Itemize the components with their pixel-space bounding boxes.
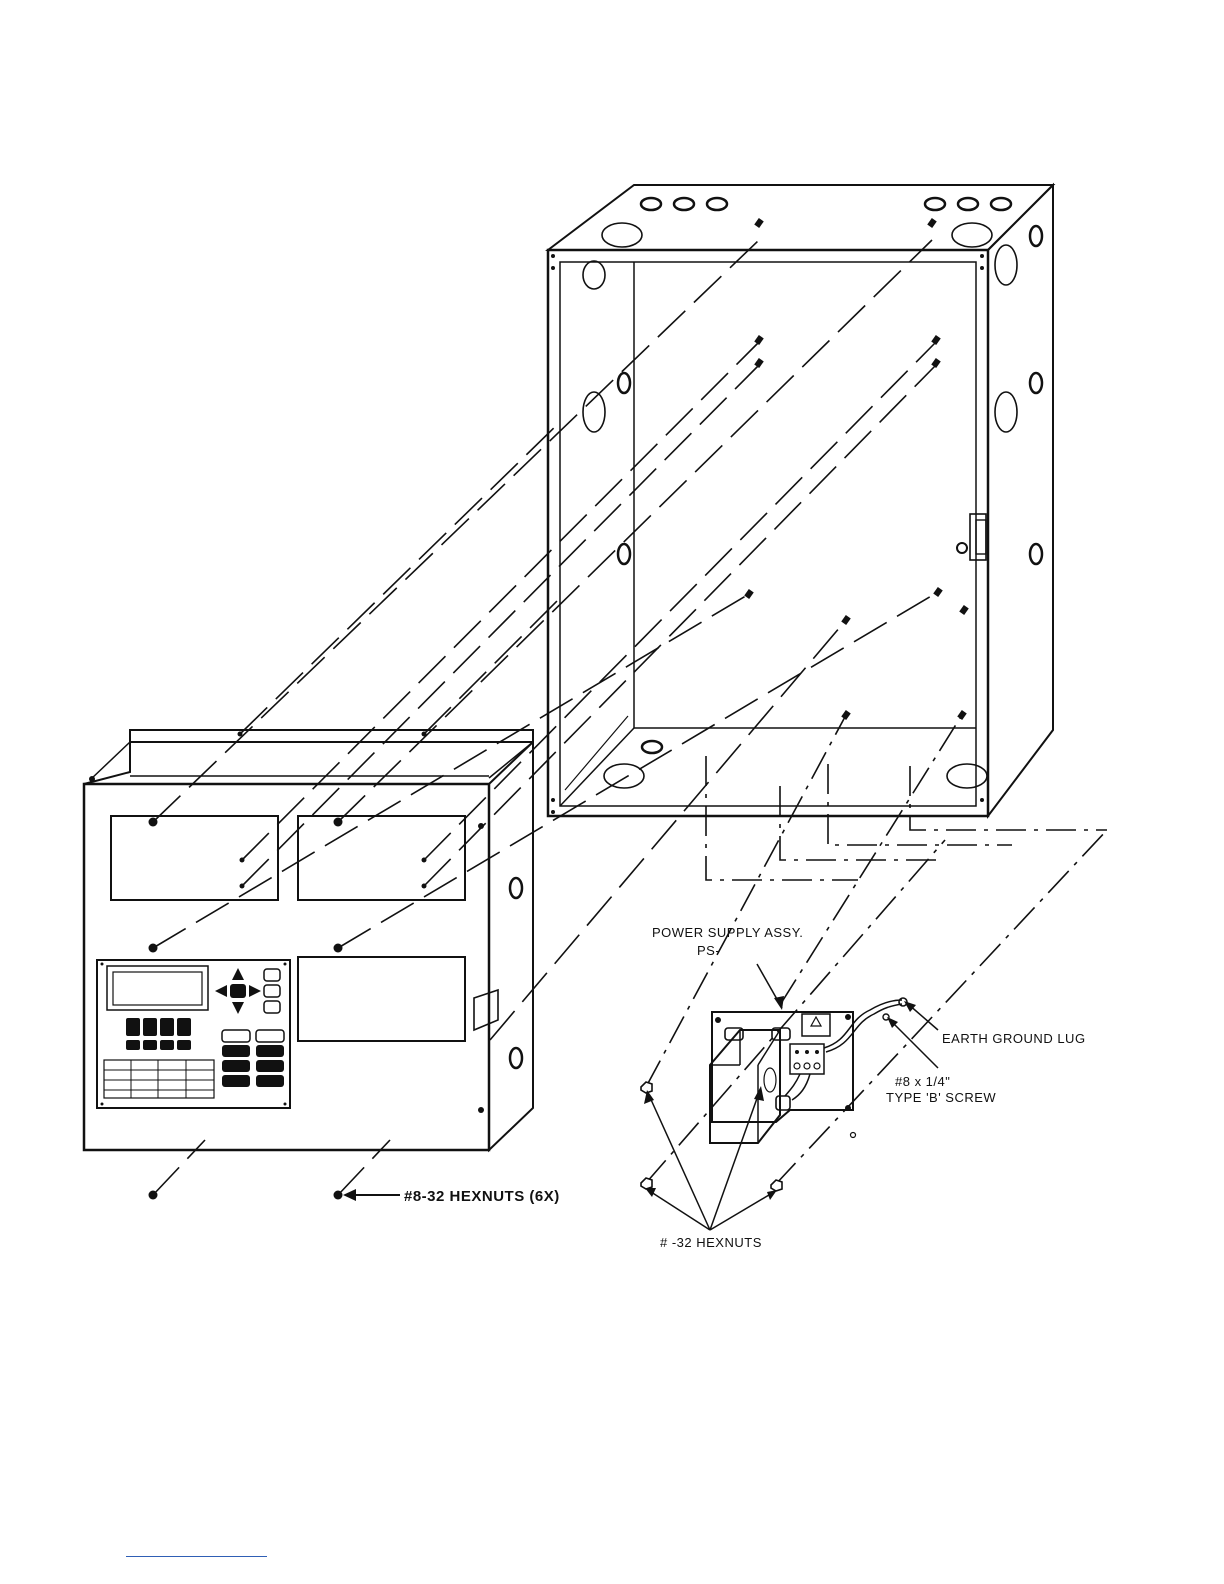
footer-link-underline bbox=[126, 1556, 267, 1557]
transformer bbox=[710, 1028, 790, 1143]
power-supply-label-line2: PS- bbox=[697, 943, 720, 958]
screw-label-line2: TYPE 'B' SCREW bbox=[886, 1090, 996, 1105]
top-knockouts bbox=[602, 198, 1011, 247]
earth-ground-lug-label: EARTH GROUND LUG bbox=[942, 1031, 1086, 1046]
hexnuts-6x-label: #8-32 HEXNUTS (6X) bbox=[404, 1188, 560, 1205]
function-keys-row bbox=[126, 1018, 191, 1050]
terminal-block bbox=[790, 1014, 830, 1074]
zone-led-grid bbox=[104, 1060, 214, 1098]
module-cutout-bottom-right bbox=[298, 957, 465, 1041]
hex-nut bbox=[334, 1191, 343, 1200]
control-keypad-panel bbox=[97, 960, 290, 1108]
side-knockouts bbox=[583, 226, 1042, 788]
power-supply-assembly bbox=[641, 998, 907, 1191]
power-supply-label-line1: POWER SUPPLY ASSY. bbox=[652, 925, 803, 940]
front-panel-chassis bbox=[84, 730, 533, 1200]
navigation-arrows bbox=[215, 968, 261, 1014]
back-box-enclosure bbox=[548, 185, 1053, 816]
numeric-keypad bbox=[222, 1030, 284, 1087]
power-supply-hexnuts-label: # -32 HEXNUTS bbox=[660, 1235, 762, 1250]
mounting-studs bbox=[744, 218, 969, 720]
side-function-keys bbox=[264, 969, 280, 1013]
door-latch bbox=[957, 514, 986, 560]
hex-nut bbox=[149, 1191, 158, 1200]
screw-label-line1: #8 x 1/4" bbox=[895, 1074, 950, 1089]
module-cutout-top-left bbox=[111, 816, 278, 900]
